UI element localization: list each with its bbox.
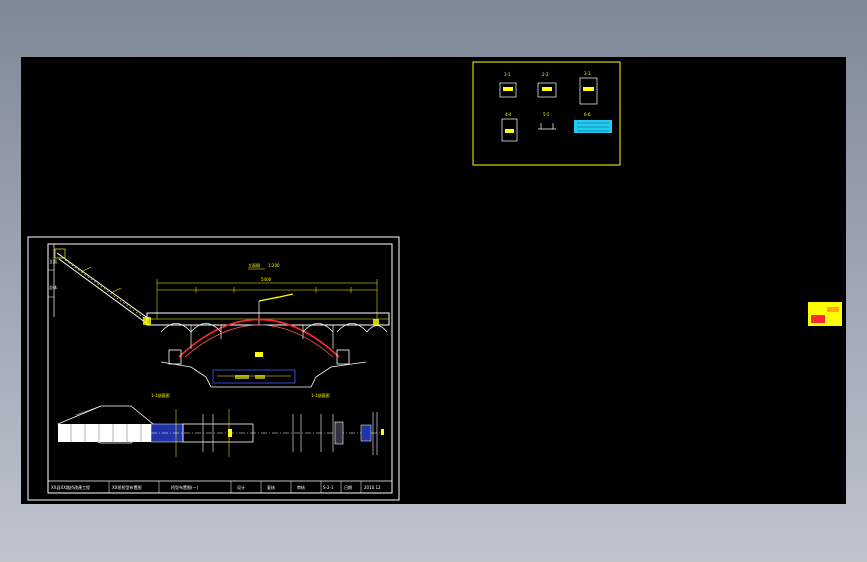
subview-title-right: 1-1剖面图 bbox=[311, 392, 330, 398]
plan-view-strip bbox=[56, 405, 384, 457]
tb-date-label: 日期 bbox=[344, 484, 352, 490]
detail-label-2: 2-2 bbox=[542, 72, 549, 77]
elevation-title: 立面图 bbox=[248, 262, 260, 268]
dimension-lines: 5400 bbox=[156, 277, 378, 319]
sheet-outer-frame bbox=[27, 236, 400, 501]
total-span-label: 5400 bbox=[261, 277, 272, 282]
strip-label-2: 总体 bbox=[49, 284, 57, 290]
subview-title-left: 1-1剖面图 bbox=[151, 392, 170, 398]
detail-sheet-frame bbox=[472, 61, 621, 166]
strip-label-1: 立面 bbox=[49, 258, 57, 264]
side-arch-left-1 bbox=[160, 323, 192, 333]
red-inset bbox=[811, 315, 825, 323]
tb-approve: 审核 bbox=[297, 484, 305, 490]
title-block: XX县XX路桥改建工程 XX桥桥型布置图 桥型布置图(一) 设计 复核 审核 S… bbox=[48, 480, 392, 493]
diagonal-truss bbox=[54, 248, 150, 326]
cad-model-space[interactable]: 立面 总体 立面图 1:200 5400 bbox=[21, 57, 846, 504]
tb-project: XX县XX路桥改建工程 bbox=[51, 484, 90, 490]
tb-number: S-2-1 bbox=[323, 485, 334, 490]
pier-right bbox=[336, 349, 350, 365]
detail-label-5: 5-5 bbox=[543, 112, 550, 117]
tb-subtitle: 桥型布置图(一) bbox=[171, 484, 199, 490]
ground-line bbox=[160, 361, 367, 388]
detail-drawing-sheet[interactable]: 1-1 2-2 3-3 4-4 5-5 6-6 bbox=[472, 61, 621, 166]
detail-label-1: 1-1 bbox=[504, 72, 511, 77]
water-level-box bbox=[212, 369, 296, 384]
spandrel-columns bbox=[190, 325, 334, 349]
cad-drawing-canvas[interactable]: 立面 总体 立面图 1:200 5400 bbox=[21, 57, 846, 504]
tb-date: 2010.12 bbox=[364, 485, 381, 490]
tb-check: 复核 bbox=[267, 484, 275, 490]
tb-drawing: XX桥桥型布置图 bbox=[112, 484, 141, 490]
crown-marker bbox=[255, 352, 263, 357]
sheet-inner-frame bbox=[47, 243, 393, 494]
main-arch bbox=[178, 318, 340, 358]
elevation-scale: 1:200 bbox=[268, 263, 280, 268]
detail-label-6: 6-6 bbox=[584, 112, 591, 117]
detail-label-4: 4-4 bbox=[505, 112, 512, 117]
stray-cad-block[interactable] bbox=[808, 302, 842, 326]
detail-label-3: 3-3 bbox=[584, 71, 591, 76]
main-drawing-sheet[interactable]: 立面 总体 立面图 1:200 5400 bbox=[27, 236, 400, 501]
tb-design: 设计 bbox=[237, 484, 245, 490]
detail-sections bbox=[499, 77, 598, 142]
